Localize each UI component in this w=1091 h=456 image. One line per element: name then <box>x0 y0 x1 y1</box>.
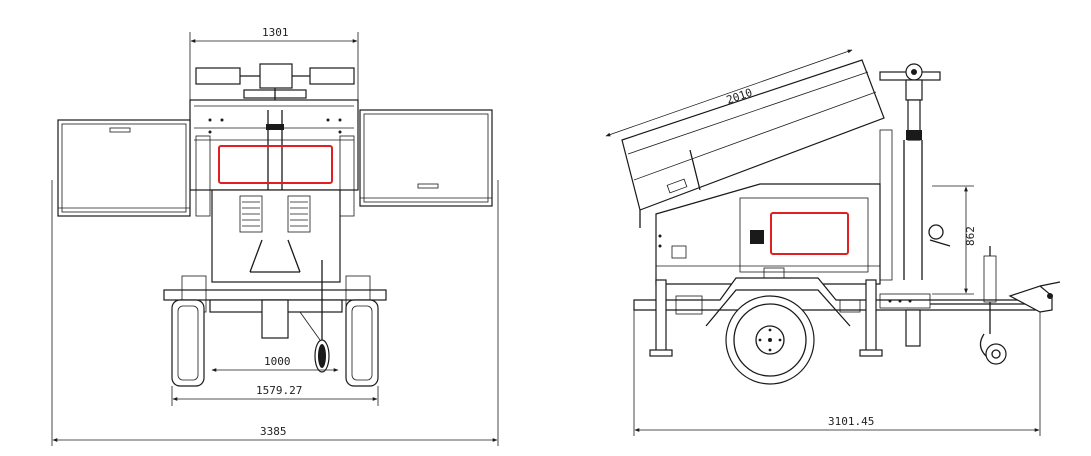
dim-label-overall-width: 3385 <box>260 425 287 438</box>
front-generator-body <box>211 189 341 283</box>
side-drawbar <box>930 246 1061 365</box>
dim-label-wheel-span: 1579.27 <box>256 384 302 397</box>
dim-label-top-width: 1301 <box>262 26 289 39</box>
dim-overall-length: 3101.45 <box>633 300 1041 436</box>
dim-overall-width: 3385 <box>51 180 499 446</box>
front-chassis <box>163 275 387 341</box>
front-highlight-box <box>218 145 333 184</box>
front-view: 1301 <box>51 26 499 446</box>
front-left-panel <box>57 119 191 217</box>
side-view: 2010 862 <box>605 49 1061 436</box>
dim-hitch-height: 862 <box>932 185 977 295</box>
dim-wheel-span: 1579.27 <box>171 384 379 406</box>
side-mast <box>879 63 941 281</box>
front-wheels <box>171 299 379 387</box>
front-right-panel <box>359 109 493 207</box>
side-support-legs <box>649 279 921 357</box>
dim-label-hitch-height: 862 <box>964 226 977 246</box>
dim-track-width: 1000 <box>211 355 339 372</box>
side-highlight-box <box>770 212 849 255</box>
side-chassis <box>633 277 1041 327</box>
dim-top-width: 1301 <box>189 26 359 100</box>
dim-label-overall-length: 3101.45 <box>828 415 874 428</box>
side-wheel <box>725 295 815 385</box>
dim-label-track-width: 1000 <box>264 355 291 368</box>
side-body <box>655 183 951 285</box>
front-jockey-wheel <box>314 260 330 373</box>
